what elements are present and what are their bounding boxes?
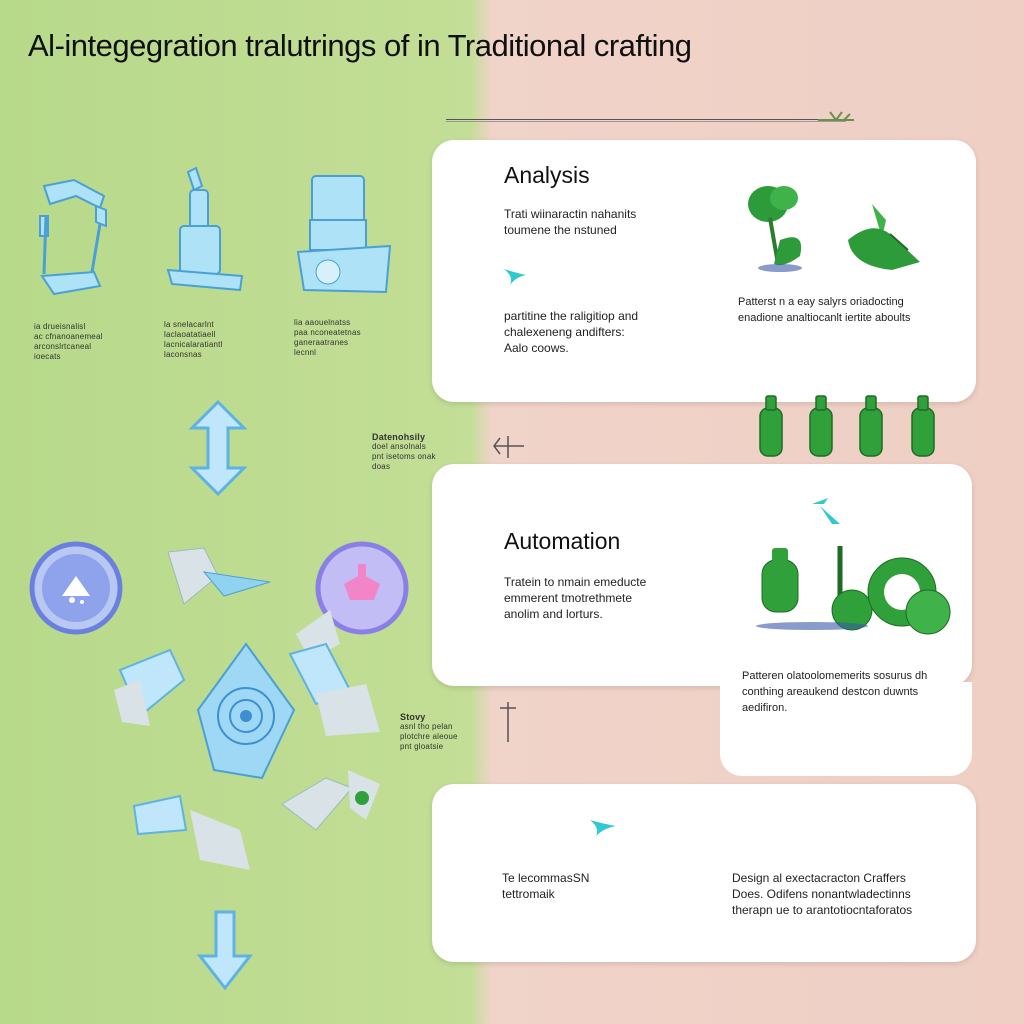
leaf-plant-icon (748, 186, 802, 272)
analysis-card-tab (680, 340, 976, 402)
middle-side-label: Datenohsily doel ansolnals pnt isetoms o… (372, 432, 436, 471)
chevron-right-icon[interactable] (500, 263, 530, 287)
sprout-icon (818, 111, 854, 121)
bottom-text-2: Design al exectacracton Craffers Does. O… (732, 871, 913, 917)
down-arrow-icon (196, 910, 254, 991)
robot-machine-icon (296, 175, 392, 294)
analysis-text-2: partitine the raligitiop and chalexeneng… (504, 309, 639, 355)
bottom-card: Te lecommasSN tettromaik Design al exect… (432, 784, 976, 962)
bottle-row-icon (759, 395, 935, 457)
automation-text-1: Tratein to nmain emeducte emmerent tmotr… (504, 575, 647, 621)
branch-arrow-icon (500, 702, 516, 742)
automation-heading: Automation (504, 528, 621, 554)
page-title: Al-integegration tralutrings of in Tradi… (28, 28, 692, 63)
craft-tools-icon (756, 546, 951, 635)
up-down-arrow-icon (188, 399, 248, 497)
swap-arrows-icon[interactable] (806, 494, 846, 530)
automation-text-2: Patteren olatoolomemerits sosurus dh con… (742, 670, 928, 714)
crystal-knot-icon (196, 642, 296, 780)
automation-card-tab (720, 682, 972, 776)
paper-piece-icon (167, 547, 271, 605)
paper-piece-icon (281, 770, 380, 831)
pink-gem-badge-icon (315, 541, 409, 635)
branch-arrow-icon (493, 436, 524, 458)
bottom-text-1: Te lecommasSN tettromaik (502, 871, 590, 901)
lower-side-label: Stovy asnl tho pelan plotchre aleoue pnt… (400, 712, 458, 751)
craft-figure-icon (39, 178, 107, 296)
analysis-text-3: Patterst n a eay salyrs oriadocting enad… (738, 296, 911, 324)
analysis-heading: Analysis (504, 162, 590, 188)
title-underline (446, 119, 846, 122)
chevron-right-icon[interactable] (588, 814, 618, 838)
folded-leaf-icon (848, 204, 920, 270)
paper-piece-icon (114, 648, 186, 726)
analysis-text-1: Trati wiinaractin nahanits toumene the n… (504, 207, 637, 237)
water-drop-badge-icon (29, 541, 123, 635)
paper-piece-icon (288, 610, 380, 736)
bottle-tool-icon (166, 166, 244, 292)
paper-piece-icon (132, 794, 250, 870)
